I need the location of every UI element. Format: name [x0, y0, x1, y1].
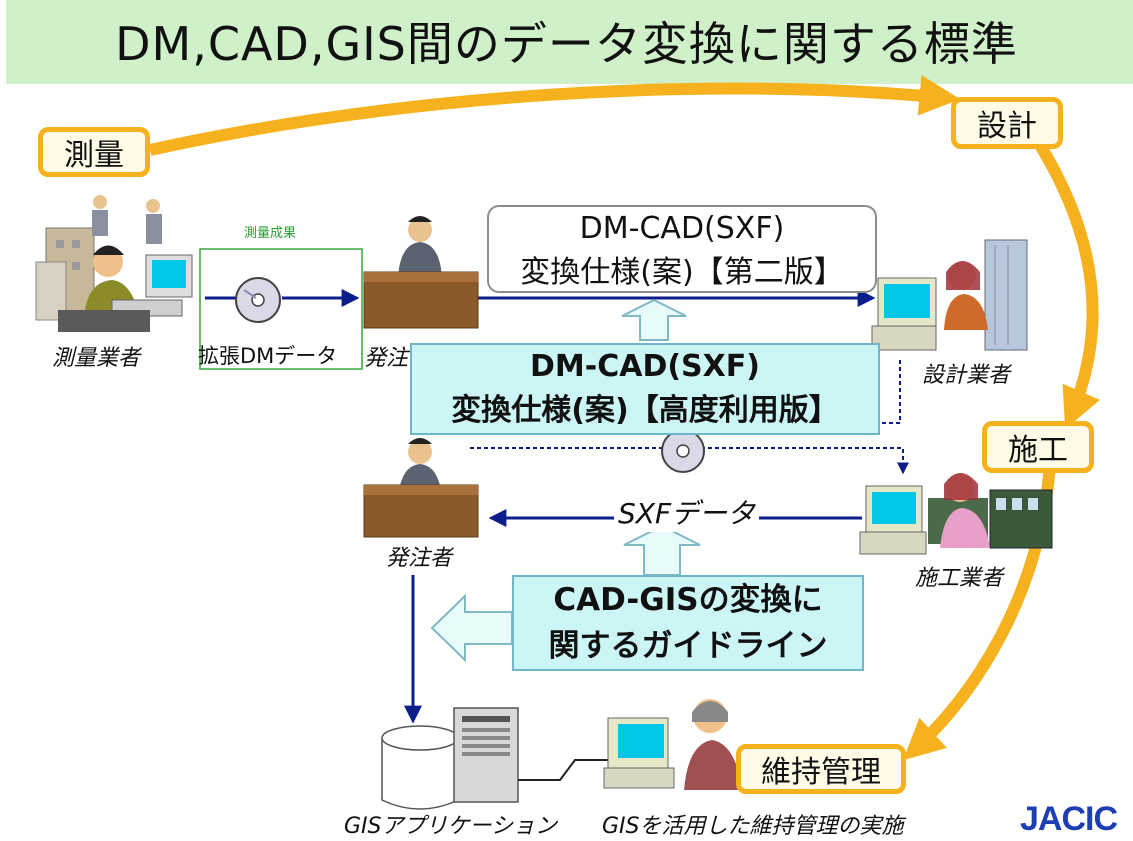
phase-design: 設計: [951, 97, 1063, 149]
spec-advanced-line1: DM-CAD(SXF): [530, 349, 760, 384]
flow-arrow-survey-to-design: [148, 75, 961, 156]
guideline-line2: 関するガイドライン: [548, 628, 828, 664]
spec-second-line2: 変換仕様(案)【第二版】: [520, 255, 844, 290]
survey-result-label: 測量成果: [244, 226, 297, 241]
orderer-bottom-illustration: [363, 438, 479, 538]
phase-maintenance: 維持管理: [736, 744, 906, 794]
title-bar: [6, 0, 1133, 84]
dashed-to-contractor: [470, 447, 909, 475]
page-title: DM,CAD,GIS間のデータ変換に関する標準: [115, 17, 1018, 71]
cd-icon-2: [661, 429, 705, 473]
contractor-illustration: [859, 473, 1053, 555]
spec-second-line1: DM-CAD(SXF): [579, 211, 785, 246]
maintenance-user-illustration: [603, 699, 742, 790]
gis-application-label: GISアプリケーション: [344, 814, 558, 839]
guideline-line1: CAD-GISの変換に: [553, 582, 823, 618]
phase-construction: 施工: [982, 421, 1094, 473]
left-arrow-guideline: [430, 593, 513, 663]
dashed-designer-to-contractor: [880, 360, 901, 424]
spec-second-edition-box: DM-CAD(SXF) 変換仕様(案)【第二版】: [487, 205, 877, 293]
gis-application-illustration: [381, 707, 610, 810]
designer-label: 設計業者: [922, 363, 1011, 388]
up-arrow-guideline: [623, 524, 701, 576]
phase-survey: 測量: [38, 127, 150, 177]
extended-dm-label: 拡張DMデータ: [198, 344, 338, 368]
guideline-box: CAD-GISの変換に 関するガイドライン: [512, 575, 864, 671]
up-arrow-spec: [621, 298, 687, 341]
contractor-label: 施工業者: [915, 566, 1004, 591]
cd-icon: [235, 277, 281, 323]
flow-arrow-design-to-construction: [1034, 141, 1101, 430]
spec-advanced-line2: 変換仕様(案)【高度利用版】: [451, 393, 839, 428]
sxf-data-label: SXFデータ: [614, 492, 760, 532]
jacic-logo: JACIC: [1020, 800, 1118, 838]
orderer-bottom-label: 発注者: [386, 546, 453, 571]
designer-illustration: [871, 239, 1028, 351]
gis-maintenance-label: GISを活用した維持管理の実施: [602, 814, 904, 839]
survey-result-box: [199, 248, 363, 370]
surveyor-label: 測量業者: [52, 346, 141, 371]
orderer-top-illustration: [363, 216, 479, 329]
surveyor-illustration: [35, 195, 193, 332]
spec-advanced-box: DM-CAD(SXF) 変換仕様(案)【高度利用版】: [410, 343, 880, 435]
